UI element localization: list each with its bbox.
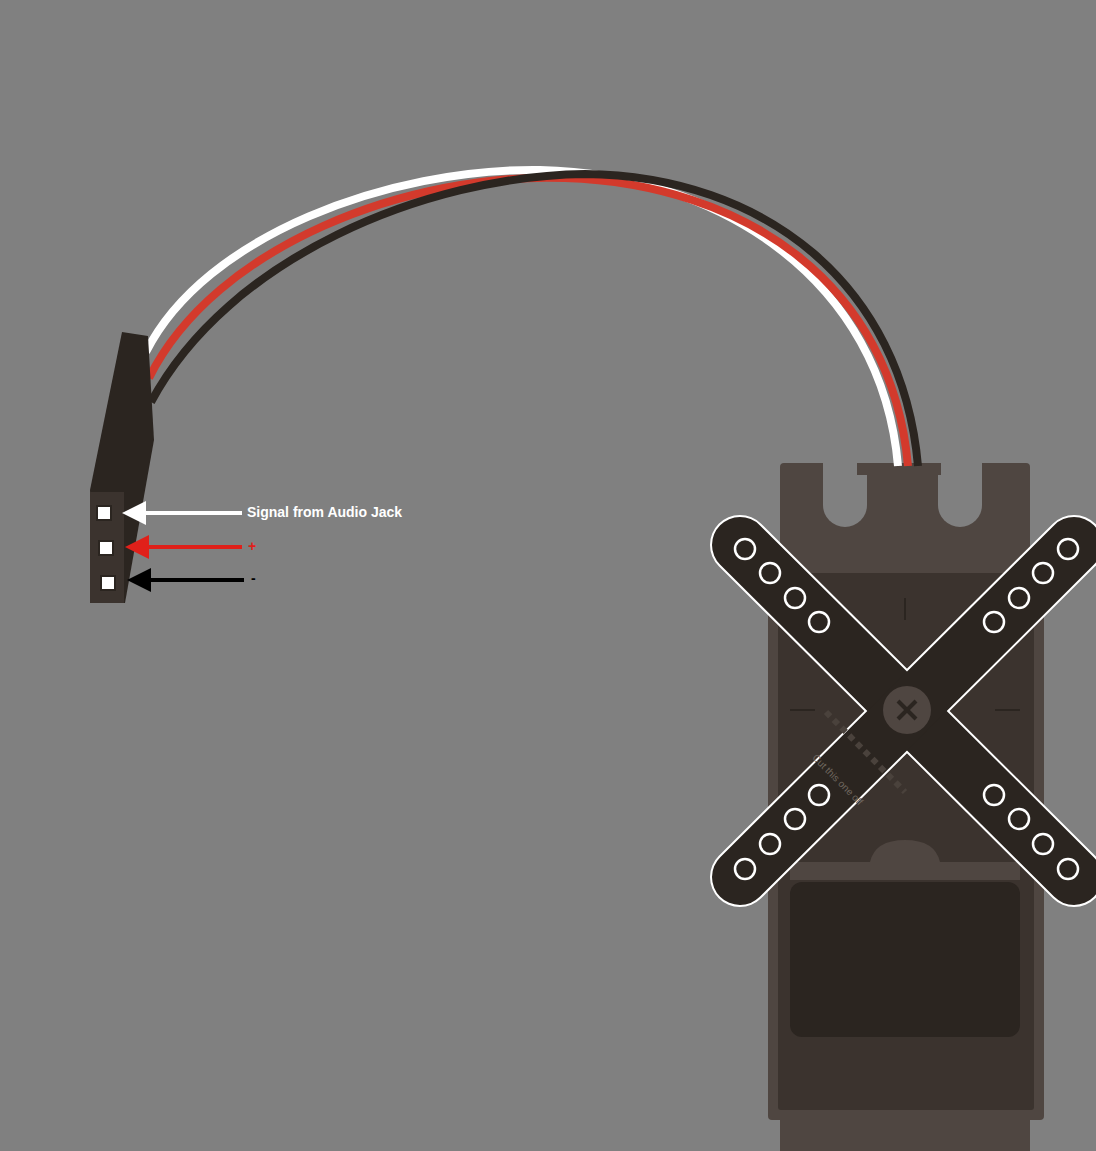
servo-cable: [146, 170, 918, 466]
pin-label: -: [251, 571, 256, 586]
servo-connector: [90, 332, 154, 603]
signal-label: Signal from Audio Jack: [247, 505, 402, 520]
pin-label: +: [248, 539, 256, 554]
pin-arrows: [122, 501, 244, 592]
servo-horn: [735, 539, 1078, 879]
